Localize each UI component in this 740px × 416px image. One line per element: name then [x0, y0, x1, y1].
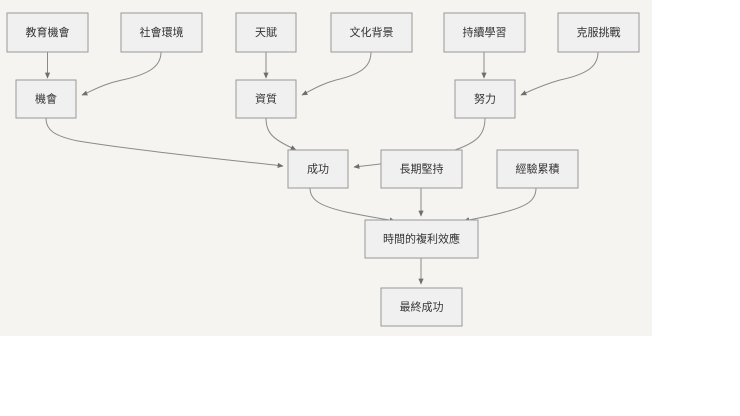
node-label-success: 成功: [307, 163, 329, 176]
edge-experience-to-compound: [463, 187, 537, 223]
node-success[interactable]: 成功: [287, 149, 349, 189]
node-label-effort: 努力: [474, 92, 496, 106]
node-box-opportunity: [15, 79, 77, 119]
node-box-experience: [496, 149, 579, 189]
node-label-persistence: 長期堅持: [400, 162, 444, 176]
node-box-learning: [443, 12, 526, 53]
node-label-culture: 文化背景: [350, 25, 394, 39]
node-experience[interactable]: 經驗累積: [496, 149, 579, 189]
node-education[interactable]: 教育機會: [6, 12, 89, 53]
node-label-education: 教育機會: [26, 25, 70, 39]
edges-layer: [44, 51, 599, 285]
node-compound[interactable]: 時間的複利效應: [364, 219, 479, 259]
node-label-compound: 時間的複利效應: [383, 232, 460, 246]
edge-opportunity-to-success: [45, 117, 284, 168]
node-label-society: 社會環境: [140, 25, 184, 39]
node-box-culture: [330, 12, 413, 53]
node-challenge[interactable]: 克服挑戰: [557, 12, 640, 53]
node-society[interactable]: 社會環境: [120, 12, 203, 53]
edge-society-to-opportunity: [81, 51, 162, 96]
node-label-final: 最終成功: [400, 300, 444, 314]
edge-aptitude-to-success: [265, 117, 297, 151]
node-final[interactable]: 最終成功: [380, 287, 463, 327]
node-learning[interactable]: 持續學習: [443, 12, 526, 53]
node-box-persistence: [380, 149, 463, 189]
node-label-aptitude: 資質: [255, 92, 277, 106]
node-box-aptitude: [235, 79, 297, 119]
node-opportunity[interactable]: 機會: [15, 79, 77, 119]
node-persistence[interactable]: 長期堅持: [380, 149, 463, 189]
node-effort[interactable]: 努力: [454, 79, 516, 119]
node-label-challenge: 克服挑戰: [577, 25, 621, 39]
node-label-opportunity: 機會: [35, 92, 57, 106]
node-box-compound: [364, 219, 479, 259]
node-aptitude[interactable]: 資質: [235, 79, 297, 119]
edge-success-to-compound: [309, 187, 396, 223]
node-culture[interactable]: 文化背景: [330, 12, 413, 53]
edge-culture-to-aptitude: [301, 51, 372, 96]
edge-challenge-to-effort: [520, 51, 599, 96]
node-label-learning: 持續學習: [463, 25, 507, 39]
node-box-final: [380, 287, 463, 327]
node-label-experience: 經驗累積: [516, 162, 560, 176]
node-box-effort: [454, 79, 516, 119]
node-box-talent: [235, 12, 297, 53]
node-label-talent: 天賦: [255, 26, 277, 39]
node-box-challenge: [557, 12, 640, 53]
node-box-education: [6, 12, 89, 53]
node-box-success: [287, 149, 349, 189]
node-box-society: [120, 12, 203, 53]
node-talent[interactable]: 天賦: [235, 12, 297, 53]
